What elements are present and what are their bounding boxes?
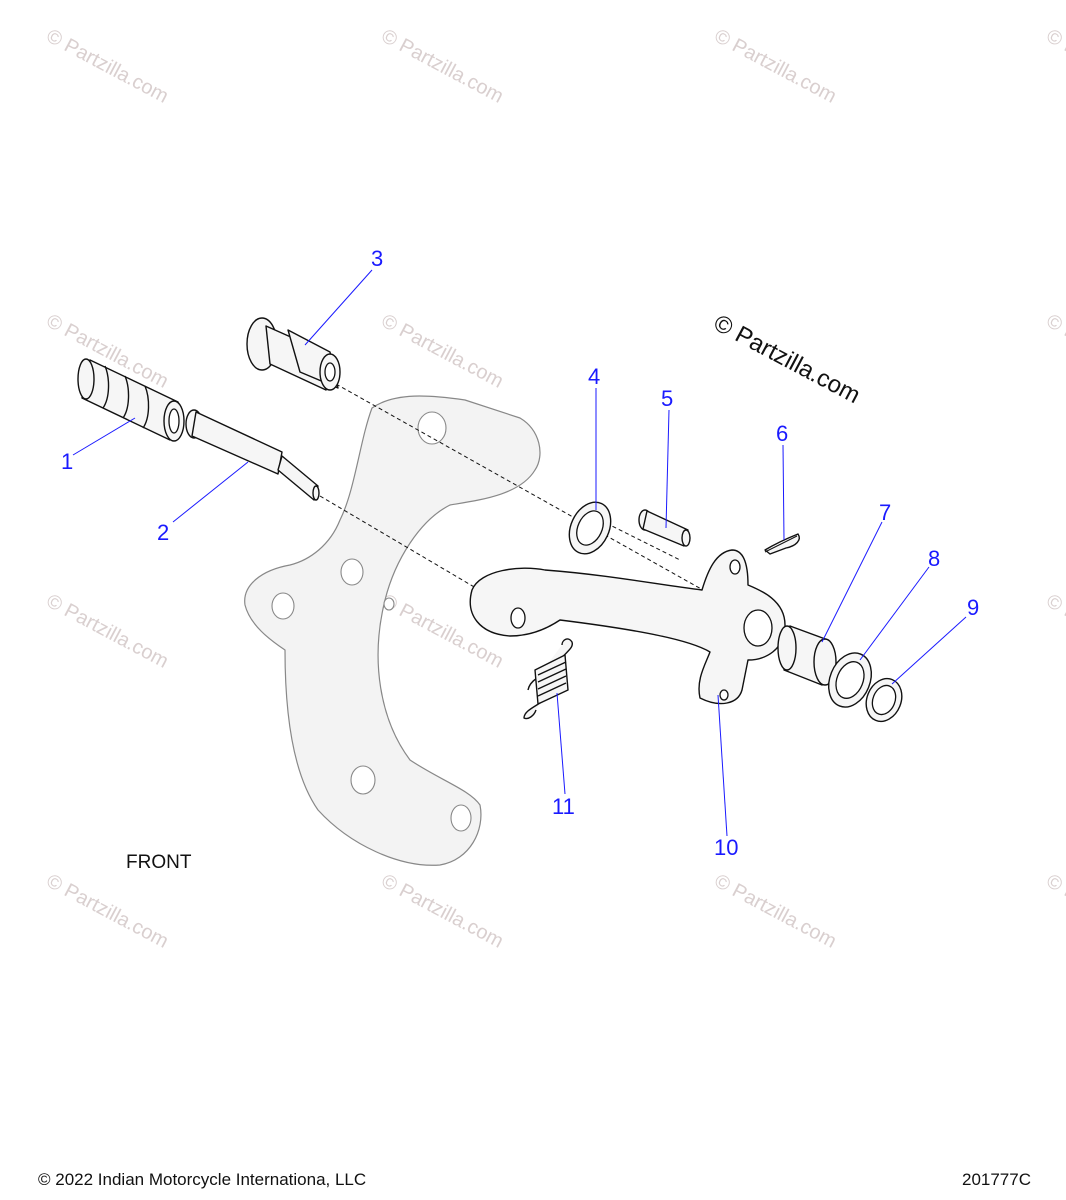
assembly-lines bbox=[319, 383, 761, 623]
part-11-return-spring bbox=[523, 638, 573, 720]
part-10-pedal-arm bbox=[469, 549, 786, 705]
part-5-clevis-pin bbox=[638, 509, 691, 547]
watermark: © Partzilla.com bbox=[378, 870, 507, 953]
callout-10: 10 bbox=[714, 835, 738, 860]
callout-11: 11 bbox=[552, 794, 575, 819]
callout-2: 2 bbox=[157, 520, 169, 545]
watermark: © Partzilla.com bbox=[378, 25, 507, 108]
watermark-main: © Partzilla.com bbox=[709, 309, 864, 409]
copyright-text: © 2022 Indian Motorcycle Internationa, L… bbox=[38, 1170, 367, 1189]
part-7-spacer bbox=[777, 625, 837, 686]
watermark: © Partzilla.com bbox=[711, 25, 840, 108]
callout-leaders bbox=[72, 269, 967, 837]
watermark: © Partzilla.com bbox=[43, 25, 172, 108]
watermark: © Partzilla.com bbox=[1043, 25, 1066, 108]
part-6-cotter-pin bbox=[764, 533, 800, 555]
part-2-pivot-pin bbox=[185, 409, 320, 501]
callout-3: 3 bbox=[371, 246, 383, 271]
callout-8: 8 bbox=[928, 546, 940, 571]
watermark: © Partzilla.com bbox=[711, 870, 840, 953]
part-4-washer bbox=[568, 501, 612, 555]
diagram-id: 201777C bbox=[961, 1170, 1031, 1189]
part-3-flanged-bushing bbox=[246, 317, 341, 391]
callout-6: 6 bbox=[776, 421, 788, 446]
callout-9: 9 bbox=[967, 595, 979, 620]
callout-5: 5 bbox=[661, 386, 673, 411]
part-9-snap-ring bbox=[865, 677, 903, 723]
watermark: © Partzilla.com bbox=[43, 870, 172, 953]
frame-bracket bbox=[244, 395, 541, 866]
watermark: © Partzilla.com bbox=[1043, 870, 1066, 953]
part-8-washer bbox=[827, 652, 873, 708]
callout-7: 7 bbox=[879, 500, 891, 525]
watermark: © Partzilla.com bbox=[378, 310, 507, 393]
callout-labels: 1 2 3 4 5 6 7 8 9 10 11 bbox=[61, 246, 979, 860]
watermark: © Partzilla.com bbox=[1043, 310, 1066, 393]
watermark: © Partzilla.com bbox=[1043, 590, 1066, 673]
front-label: FRONT bbox=[126, 852, 192, 873]
part-1-bushing bbox=[77, 358, 185, 442]
callout-1: 1 bbox=[61, 449, 73, 474]
callout-4: 4 bbox=[588, 364, 600, 389]
watermark: © Partzilla.com bbox=[43, 590, 172, 673]
